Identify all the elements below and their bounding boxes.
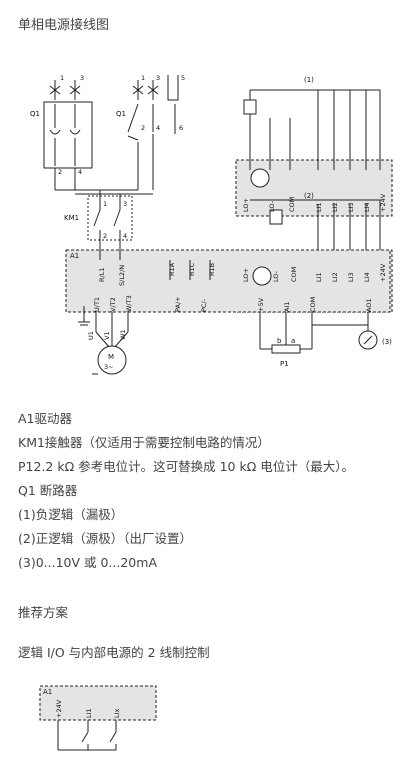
pin-2-right: 2	[141, 124, 145, 132]
pin-5-right: 5	[181, 74, 185, 82]
drive-term-w-t3: W/T3	[125, 295, 133, 312]
drive-term-pa-plus: PA/+	[174, 296, 182, 312]
km1-label: KM1	[64, 214, 79, 222]
drive-term-li3: LI3	[347, 272, 355, 282]
wiring-diagram: Q1 Q1 KM1 A1 (1) (2) (3) P1 b a M 3~ 1 3…	[30, 74, 393, 375]
drive-term-com: COM	[290, 267, 298, 282]
motor-term-w1: W1	[119, 329, 127, 340]
page-title: 单相电源接线图	[18, 18, 110, 33]
drive-term-lo-minus: LO-	[272, 270, 280, 282]
drive-bottom-labels: U/T1 V/T2 W/T3 PA/+ PC/- +5V AI1 COM AO1	[93, 295, 373, 312]
drive-top-labels: R/L1 S/L2/N R1A R1C R1B LO+ LO- COM LI1 …	[98, 262, 387, 286]
legend-a1: A1驱动器	[18, 411, 73, 426]
q1-label-left: Q1	[30, 110, 40, 118]
q1-label-right: Q1	[116, 110, 126, 118]
drive-term-pc-minus: PC/-	[200, 298, 208, 312]
km1-pin-2: 2	[103, 232, 107, 240]
top-term-li1: LI1	[315, 202, 323, 212]
note2-label: (2)	[304, 192, 314, 200]
pot-term-a: a	[291, 337, 295, 345]
drive-term-li1: LI1	[315, 272, 323, 282]
pot-term-b: b	[277, 337, 282, 345]
p1-label: P1	[280, 360, 289, 368]
top-term-li2: LI2	[331, 202, 339, 212]
pin-4-left: 4	[78, 168, 82, 176]
km1-pin-1: 1	[103, 200, 107, 208]
bottom-term-24v: +24V	[55, 699, 63, 718]
drive-term-r1b: R1B	[208, 263, 216, 276]
drive-term-s-l2-n: S/L2/N	[118, 265, 126, 286]
drive-term-24v: +24V	[379, 263, 387, 282]
top-term-com: COM	[288, 197, 296, 212]
note1-label: (1)	[304, 76, 314, 84]
drive-term-ao1: AO1	[365, 298, 373, 312]
legend-note1: (1)负逻辑（漏极）	[18, 507, 124, 522]
bottom-term-lix: LIx	[113, 708, 121, 718]
top-term-li4: LI4	[363, 202, 371, 212]
top-contact-labels: LO+ LO- COM LI1 LI2 LI3 LI4 +24V	[242, 193, 387, 212]
pin-1-right: 1	[141, 74, 145, 82]
top-term-lo-minus: LO-	[268, 200, 276, 212]
pin-2-left: 2	[58, 168, 62, 176]
drive-term-com-bottom: COM	[309, 297, 317, 312]
top-term-li3: LI3	[347, 202, 355, 212]
drive-term-v-t2: V/T2	[109, 297, 117, 312]
drive-term-r-l1: R/L1	[98, 268, 106, 282]
motor-term-u1: U1	[87, 331, 95, 340]
motor-phase-label: 3~	[104, 363, 114, 371]
drive-term-lo-plus: LO+	[242, 268, 250, 282]
drive-term-r1a: R1A	[168, 262, 176, 276]
drive-term-ai1: AI1	[283, 302, 291, 313]
top-term-24v: +24V	[379, 193, 387, 212]
a1-label-bottom: A1	[43, 688, 52, 696]
drive-term-r1c: R1C	[188, 262, 196, 276]
legend-note2: (2)正逻辑（源极）（出厂设置）	[18, 531, 192, 546]
pin-6-right: 6	[179, 124, 183, 132]
motor-m-label: M	[108, 353, 114, 361]
drive-term-u-t1: U/T1	[93, 297, 101, 312]
a1-label: A1	[70, 252, 79, 260]
top-term-lo-plus: LO+	[242, 198, 250, 212]
drive-term-li4: LI4	[363, 272, 371, 282]
two-wire-diagram: A1 +24V LI1 LIx	[39, 685, 157, 751]
drive-term-5v: +5V	[257, 297, 265, 312]
pin-3-left: 3	[80, 74, 84, 82]
pin-1-left: 1	[60, 74, 64, 82]
pin-3-right: 3	[156, 74, 160, 82]
legend-q1: Q1 断路器	[18, 483, 78, 498]
km1-pin-4: 4	[123, 232, 127, 240]
recommended-heading: 推荐方案	[18, 605, 69, 620]
legend-p1: P12.2 kΩ 参考电位计。这可替换成 10 kΩ 电位计（最大）。	[18, 459, 354, 474]
pin-4-right: 4	[156, 124, 160, 132]
legend-km1: KM1接触器（仅适用于需要控制电路的情况）	[18, 435, 270, 450]
drive-term-li2: LI2	[331, 272, 339, 282]
bottom-term-li1: LI1	[85, 708, 93, 718]
note3-label: (3)	[382, 338, 392, 346]
motor-term-v1: V1	[103, 331, 111, 340]
control-title: 逻辑 I/O 与内部电源的 2 线制控制	[18, 645, 210, 660]
legend-note3: (3)0...10V 或 0...20mA	[18, 555, 157, 570]
km1-pin-3: 3	[123, 200, 127, 208]
